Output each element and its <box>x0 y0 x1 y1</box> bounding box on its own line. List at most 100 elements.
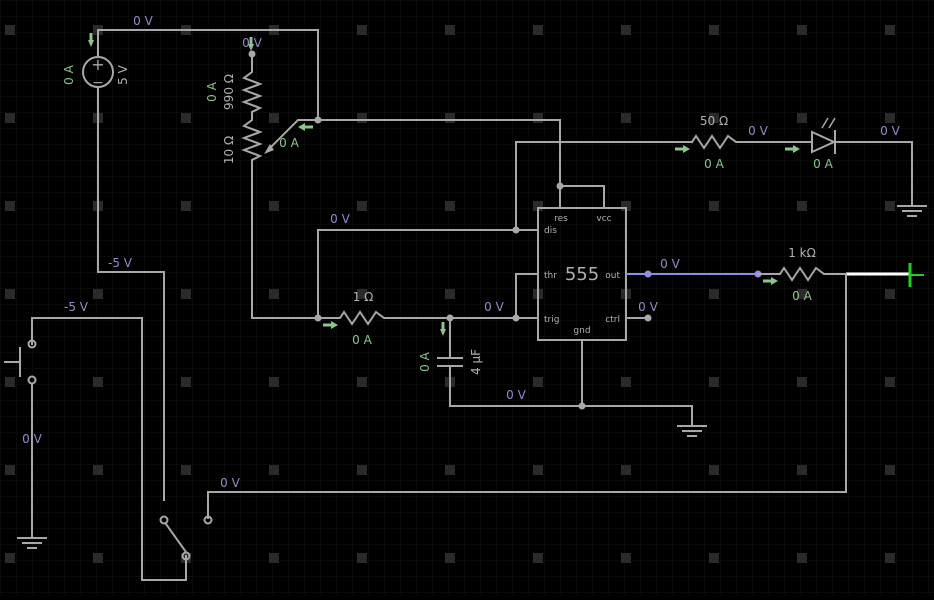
svg-text:+: + <box>91 55 104 74</box>
r1-current: 0 A <box>352 333 372 347</box>
grid-dot <box>709 113 719 123</box>
grid-dot <box>181 465 191 475</box>
r1k-current: 0 A <box>792 289 812 303</box>
grid-dot <box>445 25 455 35</box>
grid-dot <box>885 553 895 563</box>
grid-dot <box>709 465 719 475</box>
wire-res-vcc <box>559 185 605 209</box>
wire-to-50ohm <box>515 141 693 231</box>
cap-current: 0 A <box>418 351 432 371</box>
wire-bottom <box>207 273 847 519</box>
grid-dot <box>533 465 543 475</box>
neg-switch-voltage: -5 V <box>64 300 89 314</box>
grid-dot <box>357 465 367 475</box>
grid-dot <box>269 113 279 123</box>
wire-neg <box>31 317 187 581</box>
grid-dots <box>5 25 895 563</box>
grid-dot <box>445 465 455 475</box>
grid-dot <box>709 289 719 299</box>
current-arrow <box>88 40 94 47</box>
grid-dot <box>797 25 807 35</box>
grid-dot <box>269 377 279 387</box>
grid-dot <box>5 553 15 563</box>
probe-icon[interactable] <box>908 263 924 287</box>
grid-dot <box>709 25 719 35</box>
pin-gnd: gnd <box>573 326 590 336</box>
voltage-source[interactable]: + − <box>82 29 319 501</box>
grid-dot <box>621 201 631 211</box>
grid-dot <box>621 553 631 563</box>
grid-dot <box>885 113 895 123</box>
grid-dot <box>357 553 367 563</box>
led[interactable] <box>785 117 913 207</box>
svg-text:−: − <box>92 75 104 91</box>
grid-dot <box>5 465 15 475</box>
push-button-switch[interactable] <box>4 339 37 385</box>
grid-dot <box>357 377 367 387</box>
grid-dot <box>709 553 719 563</box>
led-voltage: 0 V <box>880 124 900 138</box>
grid-dot <box>269 553 279 563</box>
pot-top-current: 0 A <box>205 81 219 101</box>
grid-dot <box>709 201 719 211</box>
capacitor[interactable] <box>437 317 693 425</box>
grid-dot <box>93 553 103 563</box>
grid-dot <box>93 465 103 475</box>
grid-dot <box>885 465 895 475</box>
pin-out: out <box>605 271 620 281</box>
grid-dot <box>885 377 895 387</box>
source-current: 0 A <box>62 64 76 84</box>
grid-dot <box>181 377 191 387</box>
pin-dis: dis <box>544 226 557 236</box>
grid-dot <box>885 25 895 35</box>
ctrl-voltage: 0 V <box>638 300 658 314</box>
grid-dot <box>533 201 543 211</box>
trig-voltage: 0 V <box>484 300 504 314</box>
grid-dot <box>357 113 367 123</box>
bottom-voltage: 0 V <box>220 476 240 490</box>
top-left-voltage: 0 V <box>133 14 153 28</box>
wire-dis <box>317 229 539 319</box>
grid-dot <box>181 113 191 123</box>
grid-dot <box>93 377 103 387</box>
grid-dot <box>5 377 15 387</box>
led-current: 0 A <box>813 157 833 171</box>
grid-dot <box>533 377 543 387</box>
grid-dot <box>357 289 367 299</box>
left-ground-voltage: 0 V <box>22 432 42 446</box>
grid-dot <box>269 289 279 299</box>
grid-dot <box>797 377 807 387</box>
grid-dot <box>269 201 279 211</box>
r1-value: 1 Ω <box>353 290 374 304</box>
pot-r-top: 990 Ω <box>222 74 236 110</box>
grid-dot <box>181 289 191 299</box>
grid-dot <box>533 113 543 123</box>
r1k-value: 1 kΩ <box>788 246 816 260</box>
pot-wiper-current: 0 A <box>279 136 299 150</box>
grid-dot <box>885 201 895 211</box>
pot-top-voltage: 0 V <box>242 36 262 50</box>
grid-dot <box>357 25 367 35</box>
pin-res: res <box>554 214 568 224</box>
grid-dot <box>5 289 15 299</box>
grid-dot <box>797 201 807 211</box>
resistor-1ohm[interactable] <box>317 310 539 326</box>
spdt-switch[interactable] <box>159 515 213 561</box>
chip-label: 555 <box>565 264 599 285</box>
ground-symbol-center <box>677 425 707 437</box>
grid-dot <box>621 377 631 387</box>
grid-dot <box>885 289 895 299</box>
resistor-50[interactable] <box>675 134 813 153</box>
grid-dot <box>797 113 807 123</box>
grid-dot <box>5 25 15 35</box>
grid-dot <box>445 553 455 563</box>
grid-dot <box>621 25 631 35</box>
wire-vcc <box>317 119 561 187</box>
potentiometer[interactable] <box>241 37 319 319</box>
out-voltage: 0 V <box>660 257 680 271</box>
pin-vcc: vcc <box>596 214 611 224</box>
ground-symbol-left <box>17 537 47 549</box>
resistor-1k[interactable] <box>757 266 847 285</box>
